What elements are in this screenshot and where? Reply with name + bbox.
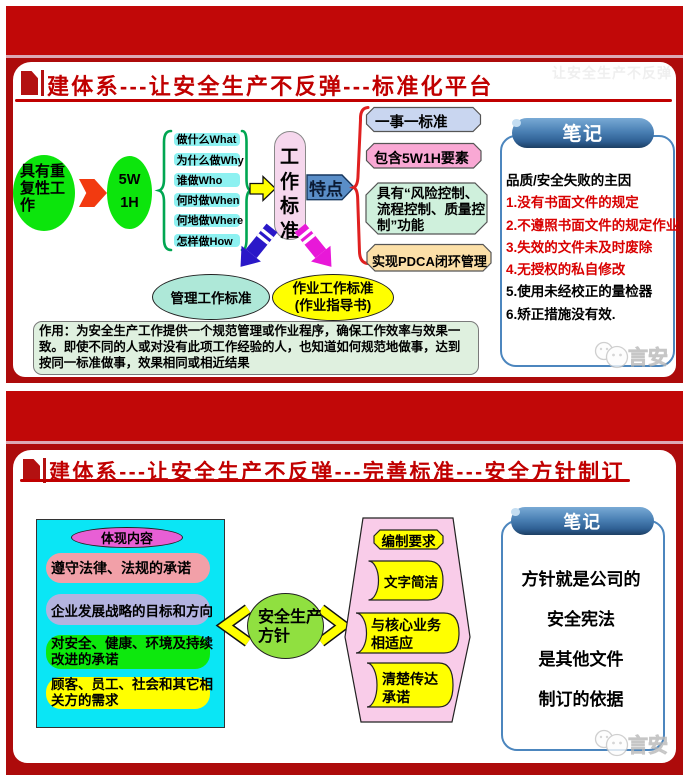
- svg-text:言安: 言安: [628, 345, 668, 369]
- svg-text:言安: 言安: [628, 733, 668, 757]
